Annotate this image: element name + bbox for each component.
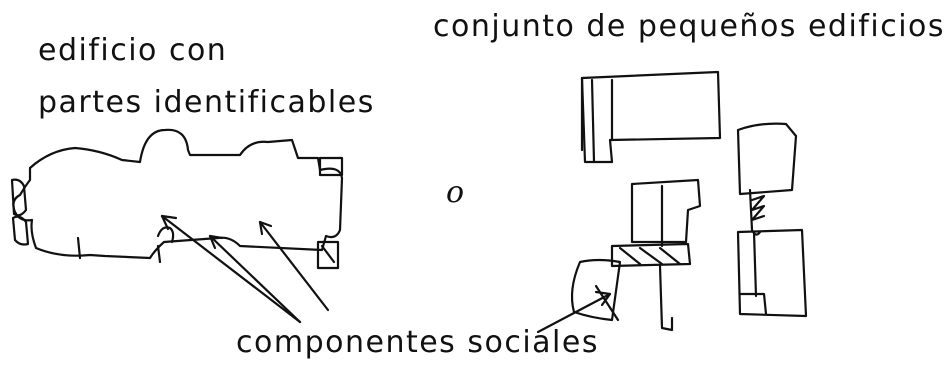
right-title: conjunto de pequeños edificios [433,9,945,44]
left-title-line-2: partes identificables [38,85,375,120]
cluster-sketch [536,70,808,334]
single-building-sketch [10,128,344,270]
connector-word: o [446,175,465,210]
left-arrows [160,214,330,324]
left-title-line-1: edificio con [38,33,228,68]
